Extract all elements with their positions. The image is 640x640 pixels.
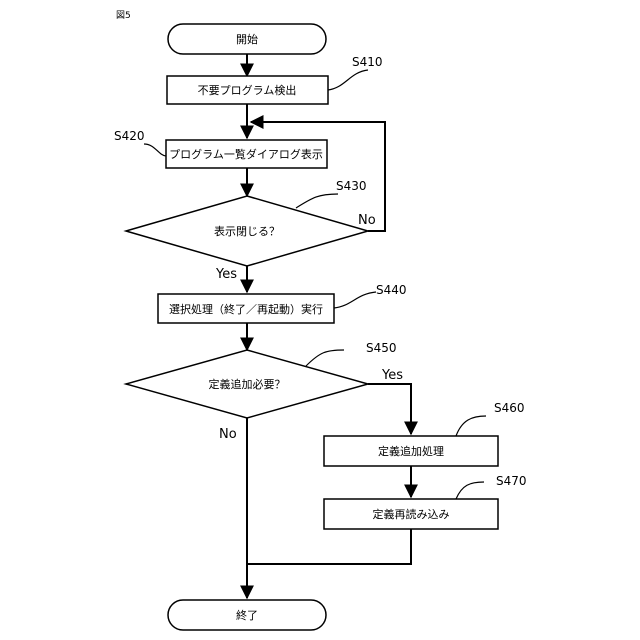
branch-label-s430-yes: Yes <box>215 267 237 282</box>
leader-s430 <box>296 194 338 208</box>
step-label-s420: S420 <box>114 129 145 143</box>
step-label-s440: S440 <box>376 283 407 297</box>
step-label-s470: S470 <box>496 474 527 488</box>
leader-s440 <box>334 292 376 308</box>
process-s460-label: 定義追加処理 <box>378 444 444 458</box>
connector-s470-merge <box>247 529 411 564</box>
process-s410-label: 不要プログラム検出 <box>198 83 297 97</box>
process-s440-label: 選択処理（終了／再起動）実行 <box>169 302 323 316</box>
step-label-s430: S430 <box>336 179 367 193</box>
end-label: 終了 <box>236 608 258 622</box>
decision-s430-label: 表示閉じる？ <box>214 224 280 238</box>
step-label-s410: S410 <box>352 55 383 69</box>
leader-s410 <box>328 70 368 90</box>
start-label: 開始 <box>236 32 258 46</box>
figure-label: 図5 <box>116 10 131 21</box>
leader-s450 <box>306 350 344 366</box>
leader-s460 <box>456 416 486 436</box>
branch-label-s430-no: No <box>358 213 376 228</box>
connector-s450-yes <box>368 384 411 434</box>
process-s420-label: プログラム一覧ダイアログ表示 <box>169 147 323 161</box>
leader-s470 <box>456 482 484 499</box>
process-s470-label: 定義再読み込み <box>373 507 450 521</box>
branch-label-s450-no: No <box>219 427 237 442</box>
decision-s450-label: 定義追加必要？ <box>209 377 286 391</box>
step-label-s460: S460 <box>494 401 525 415</box>
branch-label-s450-yes: Yes <box>381 368 403 383</box>
leader-s420 <box>144 144 166 156</box>
step-label-s450: S450 <box>366 341 397 355</box>
